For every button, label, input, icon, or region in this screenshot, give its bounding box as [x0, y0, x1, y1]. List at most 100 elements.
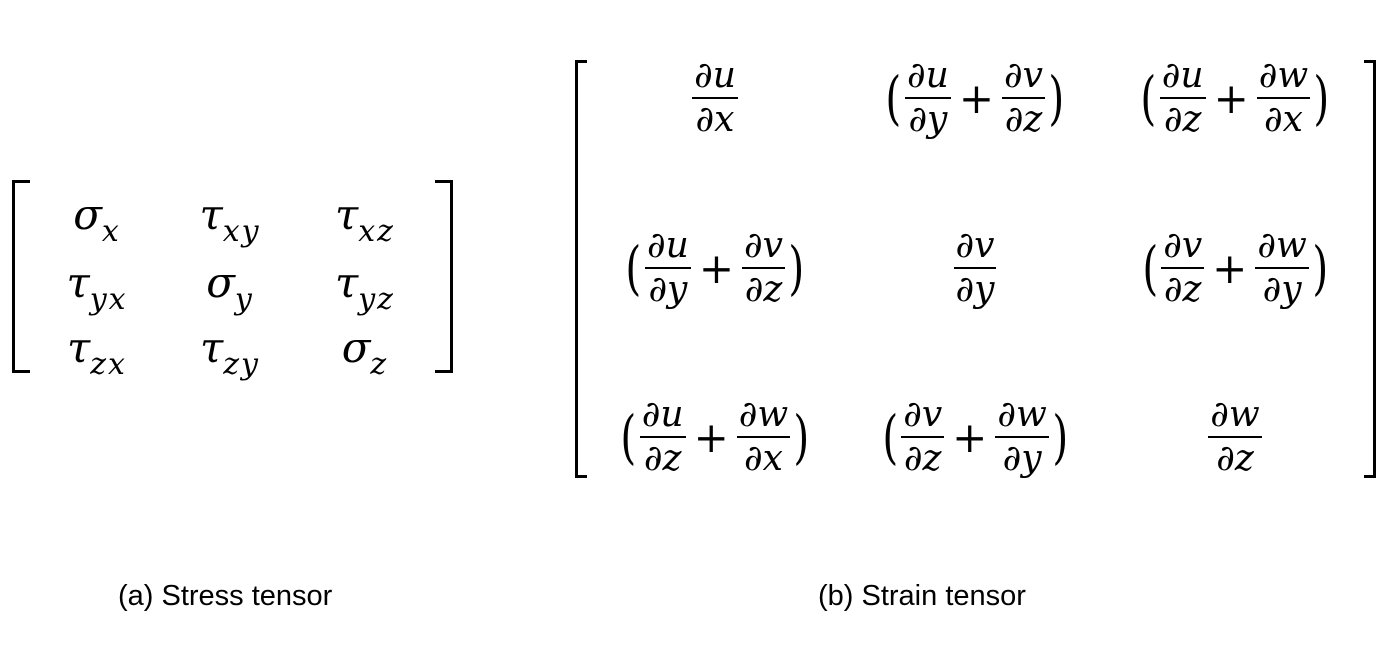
- plus-sign: +: [952, 412, 988, 462]
- left-paren: (: [1140, 64, 1157, 132]
- strain-entry: (∂u∂z+∂w∂x): [1110, 48, 1360, 148]
- fraction-numerator: ∂w: [995, 397, 1049, 438]
- fraction-numerator: ∂w: [1256, 58, 1311, 99]
- left-paren: (: [1141, 234, 1158, 302]
- plus-sign: +: [698, 243, 735, 293]
- strain-entry: ∂w∂z: [1110, 387, 1360, 487]
- fraction-numerator: ∂v: [953, 228, 997, 269]
- fraction: ∂v∂z: [1161, 228, 1205, 310]
- stress-entry: σy: [170, 253, 290, 317]
- stress-entry: τxy: [170, 185, 290, 249]
- stress-caption: (a) Stress tensor: [118, 580, 333, 612]
- right-paren: ): [793, 403, 810, 471]
- stress-subscript: yz: [358, 282, 395, 317]
- stress-symbol: τ: [66, 258, 90, 307]
- fraction: ∂w∂y: [1255, 228, 1309, 310]
- stress-symbol: τ: [67, 323, 91, 372]
- right-paren: ): [1048, 64, 1065, 132]
- fraction: ∂u∂x: [692, 58, 738, 138]
- fraction: ∂u∂z: [1159, 58, 1206, 140]
- fraction-numerator: ∂w: [1255, 228, 1309, 269]
- fraction-denominator: ∂y: [1002, 438, 1042, 479]
- fraction: ∂u∂y: [645, 228, 691, 308]
- stress-symbol: σ: [73, 190, 102, 239]
- fraction-numerator: ∂w: [736, 397, 791, 438]
- fraction-denominator: ∂x: [695, 99, 735, 140]
- fraction-denominator: ∂y: [908, 99, 948, 140]
- fraction-numerator: ∂u: [692, 58, 738, 99]
- fraction: ∂w∂y: [995, 397, 1049, 479]
- stress-subscript: xz: [358, 214, 395, 249]
- stress-subscript: yx: [89, 282, 128, 317]
- plus-sign: +: [1213, 73, 1249, 123]
- stress-subscript: zx: [90, 347, 127, 382]
- fraction-denominator: ∂z: [744, 269, 783, 310]
- fraction-denominator: ∂z: [1163, 99, 1202, 140]
- stress-symbol: τ: [199, 323, 224, 372]
- fraction-numerator: ∂v: [901, 397, 945, 438]
- strain-entry: (∂v∂z+∂w∂y): [850, 387, 1100, 487]
- left-paren: (: [620, 403, 637, 471]
- fraction: ∂v∂z: [742, 228, 785, 308]
- right-paren: ): [1313, 64, 1330, 132]
- fraction-numerator: ∂v: [1161, 228, 1205, 269]
- right-paren: ): [1052, 403, 1069, 471]
- stress-entry: τyx: [37, 253, 157, 317]
- fraction-numerator: ∂u: [645, 228, 691, 269]
- stress-right-bracket: [435, 180, 453, 373]
- stress-subscript: z: [370, 347, 389, 382]
- left-paren: (: [881, 403, 898, 471]
- stress-entry: σx: [37, 185, 157, 249]
- stress-subscript: zy: [223, 347, 260, 382]
- fraction: ∂w∂z: [1208, 397, 1262, 479]
- fraction-numerator: ∂u: [905, 58, 951, 99]
- stress-symbol: σ: [206, 258, 235, 307]
- fraction: ∂w∂x: [736, 397, 791, 479]
- left-paren: (: [885, 64, 902, 132]
- fraction-numerator: ∂v: [742, 228, 785, 269]
- strain-entry: (∂u∂y+∂v∂z): [590, 218, 840, 318]
- fraction-denominator: ∂z: [1216, 438, 1254, 479]
- fraction-numerator: ∂u: [1159, 58, 1206, 99]
- fraction-denominator: ∂y: [955, 269, 995, 310]
- stress-entry: τyz: [305, 253, 425, 317]
- fraction: ∂u∂y: [905, 58, 951, 138]
- fraction: ∂v∂y: [953, 228, 997, 310]
- stress-symbol: σ: [341, 323, 371, 372]
- fraction-denominator: ∂z: [643, 438, 682, 479]
- stress-entry: τzx: [37, 318, 157, 382]
- stress-symbol: τ: [335, 190, 359, 239]
- stress-symbol: τ: [334, 258, 359, 307]
- plus-sign: +: [1212, 243, 1248, 293]
- strain-entry: (∂u∂y+∂v∂z): [850, 48, 1100, 148]
- fraction-denominator: ∂z: [903, 438, 942, 479]
- strain-entry: (∂u∂z+∂w∂x): [590, 387, 840, 487]
- fraction-denominator: ∂x: [744, 438, 783, 479]
- strain-left-bracket: [575, 60, 587, 478]
- strain-entry: ∂v∂y: [850, 218, 1100, 318]
- fraction-numerator: ∂w: [1208, 397, 1262, 438]
- fraction-denominator: ∂y: [648, 269, 688, 310]
- right-paren: ): [1312, 234, 1329, 302]
- fraction: ∂w∂x: [1256, 58, 1311, 140]
- strain-right-bracket: [1364, 60, 1376, 478]
- stress-entry: σz: [305, 318, 425, 382]
- stress-left-bracket: [12, 180, 30, 373]
- stress-entry: τxz: [305, 185, 425, 249]
- fraction-denominator: ∂z: [1004, 99, 1043, 140]
- fraction-denominator: ∂x: [1264, 99, 1303, 140]
- plus-sign: +: [693, 412, 729, 462]
- stress-symbol: τ: [199, 190, 223, 239]
- right-paren: ): [788, 234, 805, 302]
- strain-entry: (∂v∂z+∂w∂y): [1110, 218, 1360, 318]
- stress-subscript: y: [234, 282, 254, 317]
- stress-subscript: xy: [222, 214, 261, 249]
- left-paren: (: [625, 234, 642, 302]
- strain-entry: ∂u∂x: [590, 48, 840, 148]
- fraction: ∂v∂z: [1002, 58, 1045, 138]
- fraction-denominator: ∂z: [1163, 269, 1202, 310]
- fraction-numerator: ∂v: [1002, 58, 1045, 99]
- fraction-denominator: ∂y: [1262, 269, 1302, 310]
- fraction-numerator: ∂u: [639, 397, 686, 438]
- fraction: ∂u∂z: [639, 397, 686, 479]
